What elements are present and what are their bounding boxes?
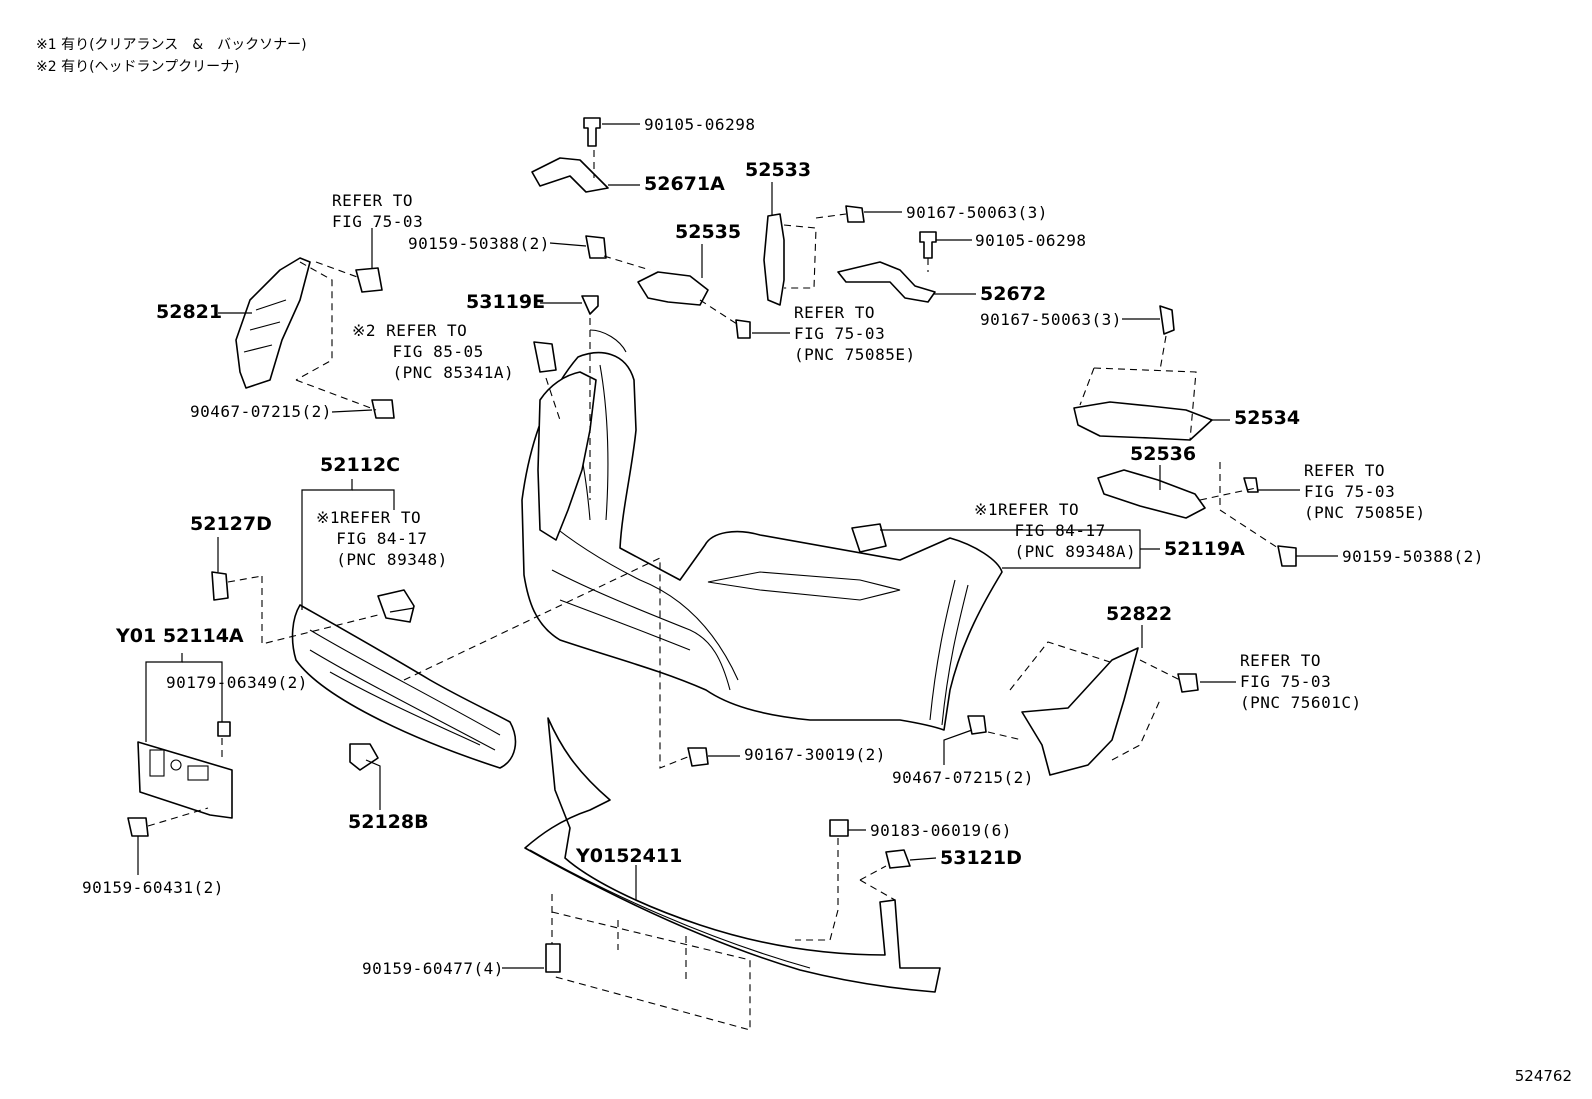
label-52128B: 52128B (348, 811, 429, 833)
label-90159-50388-right: 90159-50388(2) (1342, 547, 1484, 566)
label-90183-06019: 90183-06019(6) (870, 821, 1012, 840)
label-90179-06349: 90179-06349(2) (166, 673, 308, 692)
fasteners (127, 117, 1297, 973)
label-52671A: 52671A (644, 173, 725, 195)
label-52535: 52535 (675, 221, 742, 243)
ref-75601C: REFER TO FIG 75-03 (PNC 75601C) (1240, 651, 1362, 712)
lower-grille-52112C (291, 604, 517, 769)
footnote-2: ※2 有り(ヘッドランプクリーナ) (36, 59, 240, 75)
figure-number: 524762 (1514, 1067, 1572, 1085)
ref-84-17-right: ※1REFER TO FIG 84-17 (PNC 89348A) (974, 500, 1137, 561)
ref-75085E-top: REFER TO FIG 75-03 (PNC 75085E) (794, 303, 916, 364)
label-52672: 52672 (980, 283, 1047, 305)
label-90105-06298-top: 90105-06298 (644, 115, 756, 134)
lower-spoiler-52411 (524, 717, 941, 993)
bracket-52672 (837, 261, 936, 303)
label-52127D: 52127D (190, 513, 272, 535)
label-90167-30019: 90167-30019(2) (744, 745, 886, 764)
label-52822: 52822 (1106, 603, 1173, 625)
bracket-52535 (637, 271, 709, 306)
side-bracket-52822 (1009, 641, 1161, 776)
label-90467-07215-right: 90467-07215(2) (892, 768, 1034, 787)
label-90167-50063-a: 90167-50063(3) (906, 203, 1048, 222)
bracket-52536 (1097, 469, 1206, 519)
ref-85-05: ※2 REFER TO FIG 85-05 (PNC 85341A) (352, 321, 515, 382)
label-52533: 52533 (745, 159, 812, 181)
license-bracket-52114A (137, 741, 233, 819)
footnotes: ※1 有り(クリアランス & バックソナー) ※2 有り(ヘッドランプクリーナ) (36, 34, 307, 78)
bracket-52534 (1073, 367, 1213, 441)
label-52112C: 52112C (320, 454, 401, 476)
label-52536: 52536 (1130, 443, 1197, 465)
leader-lines (137, 123, 1338, 969)
side-bracket-52821 (235, 257, 333, 389)
bracket-52671A (531, 157, 609, 193)
ref-84-17-left: ※1REFER TO FIG 84-17 (PNC 89348) (316, 508, 448, 569)
label-90167-50063-b: 90167-50063(3) (980, 310, 1122, 329)
label-53121D: 53121D (940, 847, 1022, 869)
label-90467-07215-left: 90467-07215(2) (190, 402, 332, 421)
label-90105-06298-right: 90105-06298 (975, 231, 1087, 250)
footnote-1: ※1 有り(クリアランス & バックソナー) (36, 37, 307, 53)
label-52821: 52821 (156, 301, 223, 323)
label-90159-60431: 90159-60431(2) (82, 878, 224, 897)
ref-75085E-right: REFER TO FIG 75-03 (PNC 75085E) (1304, 461, 1426, 522)
fender-liner-53119E (537, 371, 597, 541)
bracket-52533 (763, 213, 817, 306)
label-90159-50388-top: 90159-50388(2) (408, 234, 550, 253)
label-90159-60477: 90159-60477(4) (362, 959, 504, 978)
dashed-guides (147, 150, 1279, 1031)
ref-top-left: REFER TO FIG 75-03 (332, 191, 424, 231)
label-52534: 52534 (1234, 407, 1301, 429)
label-52119A: 52119A (1164, 538, 1245, 560)
label-52114A: Y01 52114A (116, 625, 244, 647)
label-Y0152411: Y0152411 (576, 845, 683, 867)
label-53119E: 53119E (466, 291, 546, 313)
bumper-cover-52119A (521, 329, 1003, 731)
